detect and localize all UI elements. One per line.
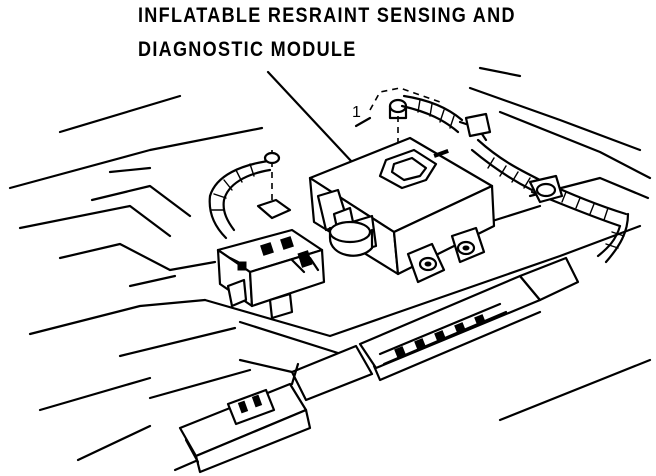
floor-panel (8, 66, 652, 472)
module-connector (216, 228, 326, 320)
diagnostic-module (308, 136, 496, 284)
callout-label-line-1: INFLATABLE RESRAINT SENSING AND (138, 4, 516, 27)
callout-label-line-2: DIAGNOSTIC MODULE (138, 38, 357, 61)
leader-line (266, 70, 354, 164)
wiring-harness (208, 94, 630, 264)
item-marker: 1 (352, 104, 361, 121)
console-rail (178, 256, 580, 474)
